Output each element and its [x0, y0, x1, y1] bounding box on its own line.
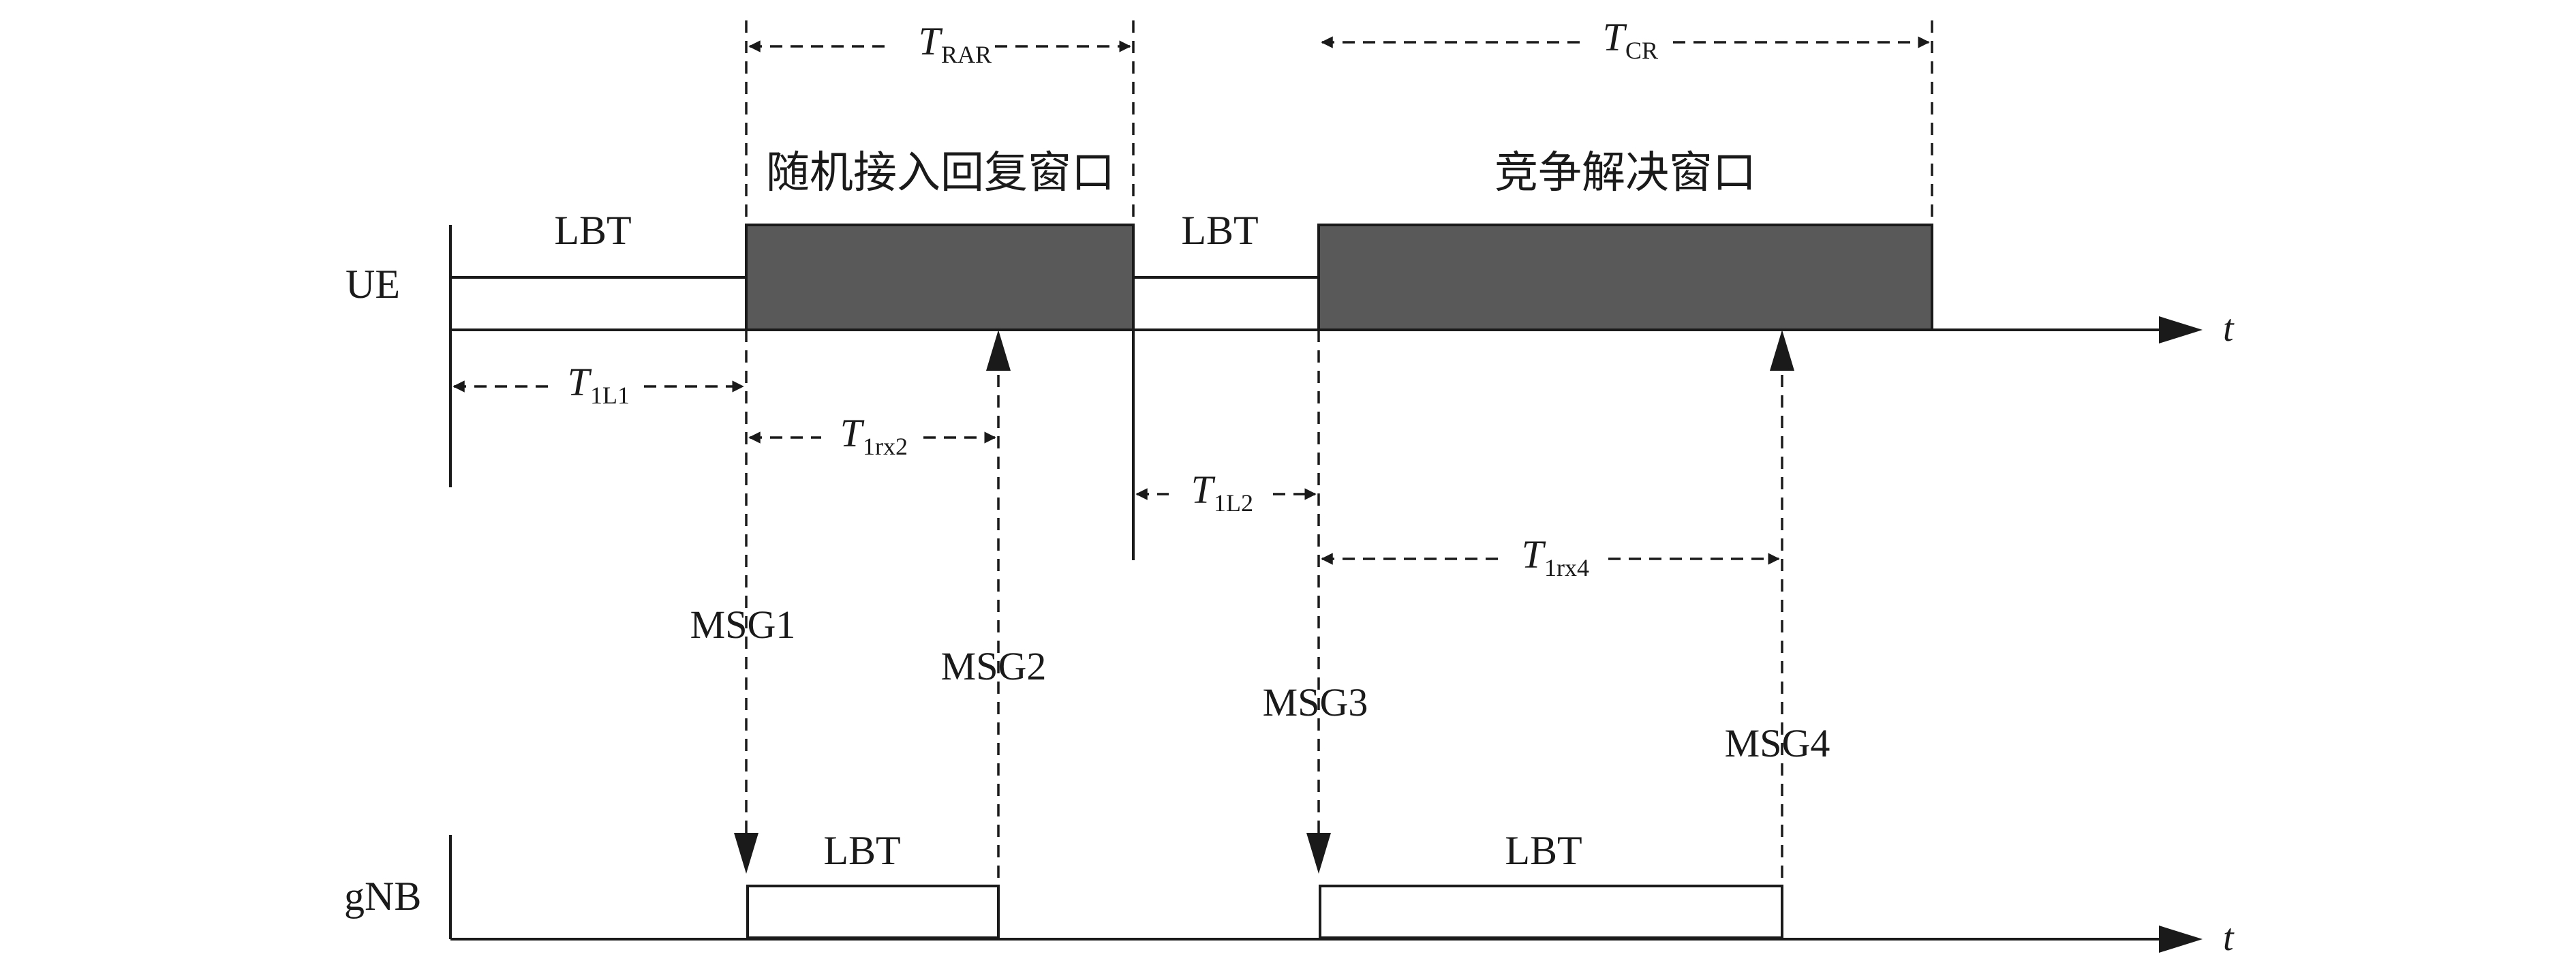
cr-window-label: 竞争解决窗口 [1494, 148, 1756, 198]
msg2-label: MSG2 [941, 644, 1047, 688]
msg1-label: MSG1 [690, 602, 796, 647]
msg3-label: MSG3 [1263, 680, 1368, 724]
ue-axis-arrowhead [2159, 316, 2203, 343]
t-rar-sub: RAR [941, 41, 992, 68]
t-1l1-label: T [568, 360, 592, 404]
t-1rx2-sub: 1rx2 [863, 433, 908, 460]
t-cr-label: T [1603, 15, 1627, 59]
gnb-axis-label: t [2223, 917, 2235, 959]
t-1l1-sub: 1L1 [590, 382, 630, 409]
ue-row-label: UE [346, 262, 400, 307]
msg4-label: MSG4 [1725, 721, 1830, 765]
ue-lbt-bar-1 [449, 276, 748, 331]
gnb-lbt-label-2: LBT [1505, 828, 1582, 873]
cr-window-bar [1317, 224, 1933, 331]
t-cr-sub: CR [1625, 37, 1658, 64]
gnb-lbt-label-1: LBT [823, 828, 900, 873]
t-rar-label: T [919, 19, 943, 63]
ue-lbt-bar-2 [1132, 276, 1320, 331]
msg4-arrowhead [1770, 330, 1794, 371]
ue-axis-label: t [2223, 307, 2235, 350]
t-1rx4-sub: 1rx4 [1544, 554, 1589, 581]
t-1l2-sub: 1L2 [1214, 489, 1253, 517]
rar-window-label: 随机接入回复窗口 [766, 148, 1115, 198]
msg3-arrowhead [1306, 833, 1331, 874]
rar-window-bar [745, 224, 1135, 331]
gnb-lbt-bar-1 [746, 885, 1000, 939]
gnb-axis-arrowhead [2159, 926, 2203, 953]
t-1l2-label: T [1191, 468, 1216, 512]
gnb-lbt-bar-2 [1319, 885, 1783, 939]
t-1rx4-label: T [1522, 532, 1546, 577]
ue-lbt-label-1: LBT [554, 208, 631, 253]
ue-lbt-label-2: LBT [1181, 208, 1258, 253]
t-1rx2-label: T [840, 411, 865, 455]
msg1-arrowhead [734, 833, 758, 874]
gnb-row-label: gNB [344, 874, 421, 919]
msg2-arrowhead [986, 330, 1011, 371]
